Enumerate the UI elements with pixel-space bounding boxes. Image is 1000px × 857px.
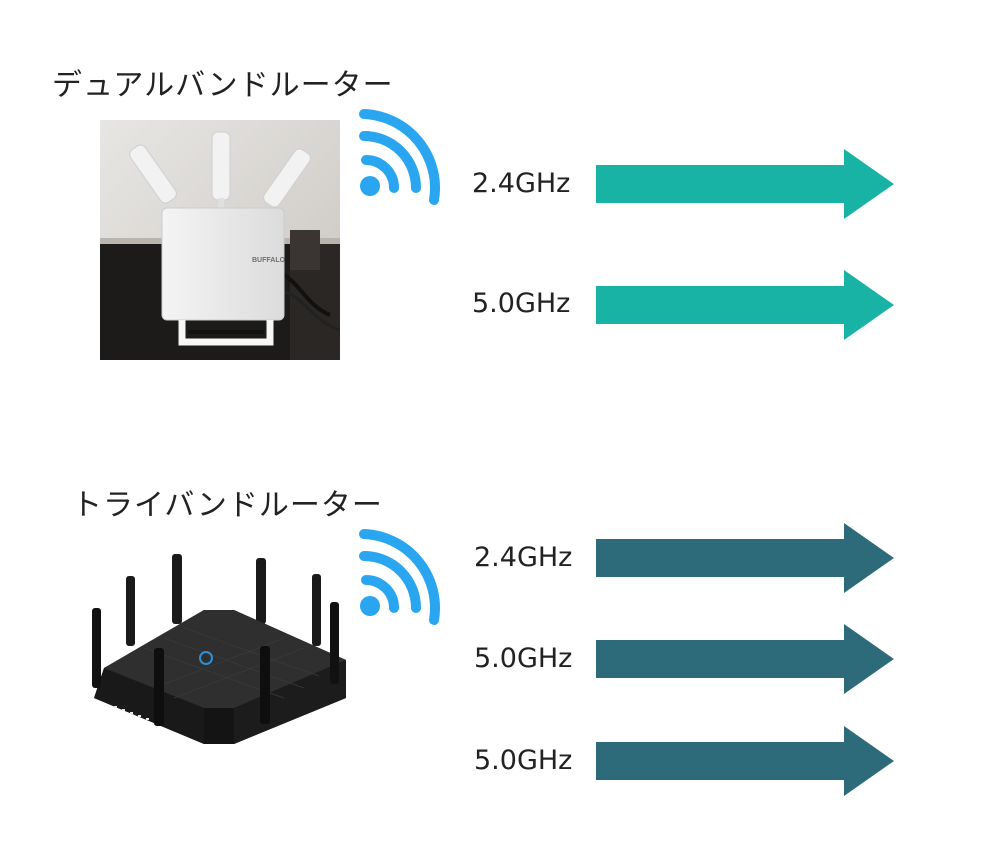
right-arrow-icon bbox=[596, 624, 894, 694]
dual-band-router-title: デュアルバンドルーター bbox=[52, 68, 394, 103]
tri-band-router-image bbox=[92, 554, 346, 744]
antenna-center bbox=[211, 131, 231, 201]
wifi-icon bbox=[359, 529, 440, 625]
dual-band-label-1: 2.4GHz bbox=[472, 168, 571, 199]
tri-band-label-1: 2.4GHz bbox=[474, 542, 573, 573]
right-arrow-icon bbox=[596, 270, 894, 340]
antenna-left bbox=[129, 144, 177, 204]
wifi-icon bbox=[359, 109, 440, 205]
dual-band-router-image: BUFFALO bbox=[100, 120, 340, 360]
tri-band-label-3: 5.0GHz bbox=[474, 745, 573, 776]
tri-band-label-2: 5.0GHz bbox=[474, 643, 573, 674]
right-arrow-icon bbox=[596, 523, 894, 593]
router-brand-logo: BUFFALO bbox=[252, 257, 286, 264]
dual-band-label-2: 5.0GHz bbox=[472, 288, 571, 319]
right-arrow-icon bbox=[596, 149, 894, 219]
right-arrow-icon bbox=[596, 726, 894, 796]
antenna-right bbox=[263, 148, 311, 208]
tri-band-router-title: トライバンドルーター bbox=[72, 488, 383, 523]
